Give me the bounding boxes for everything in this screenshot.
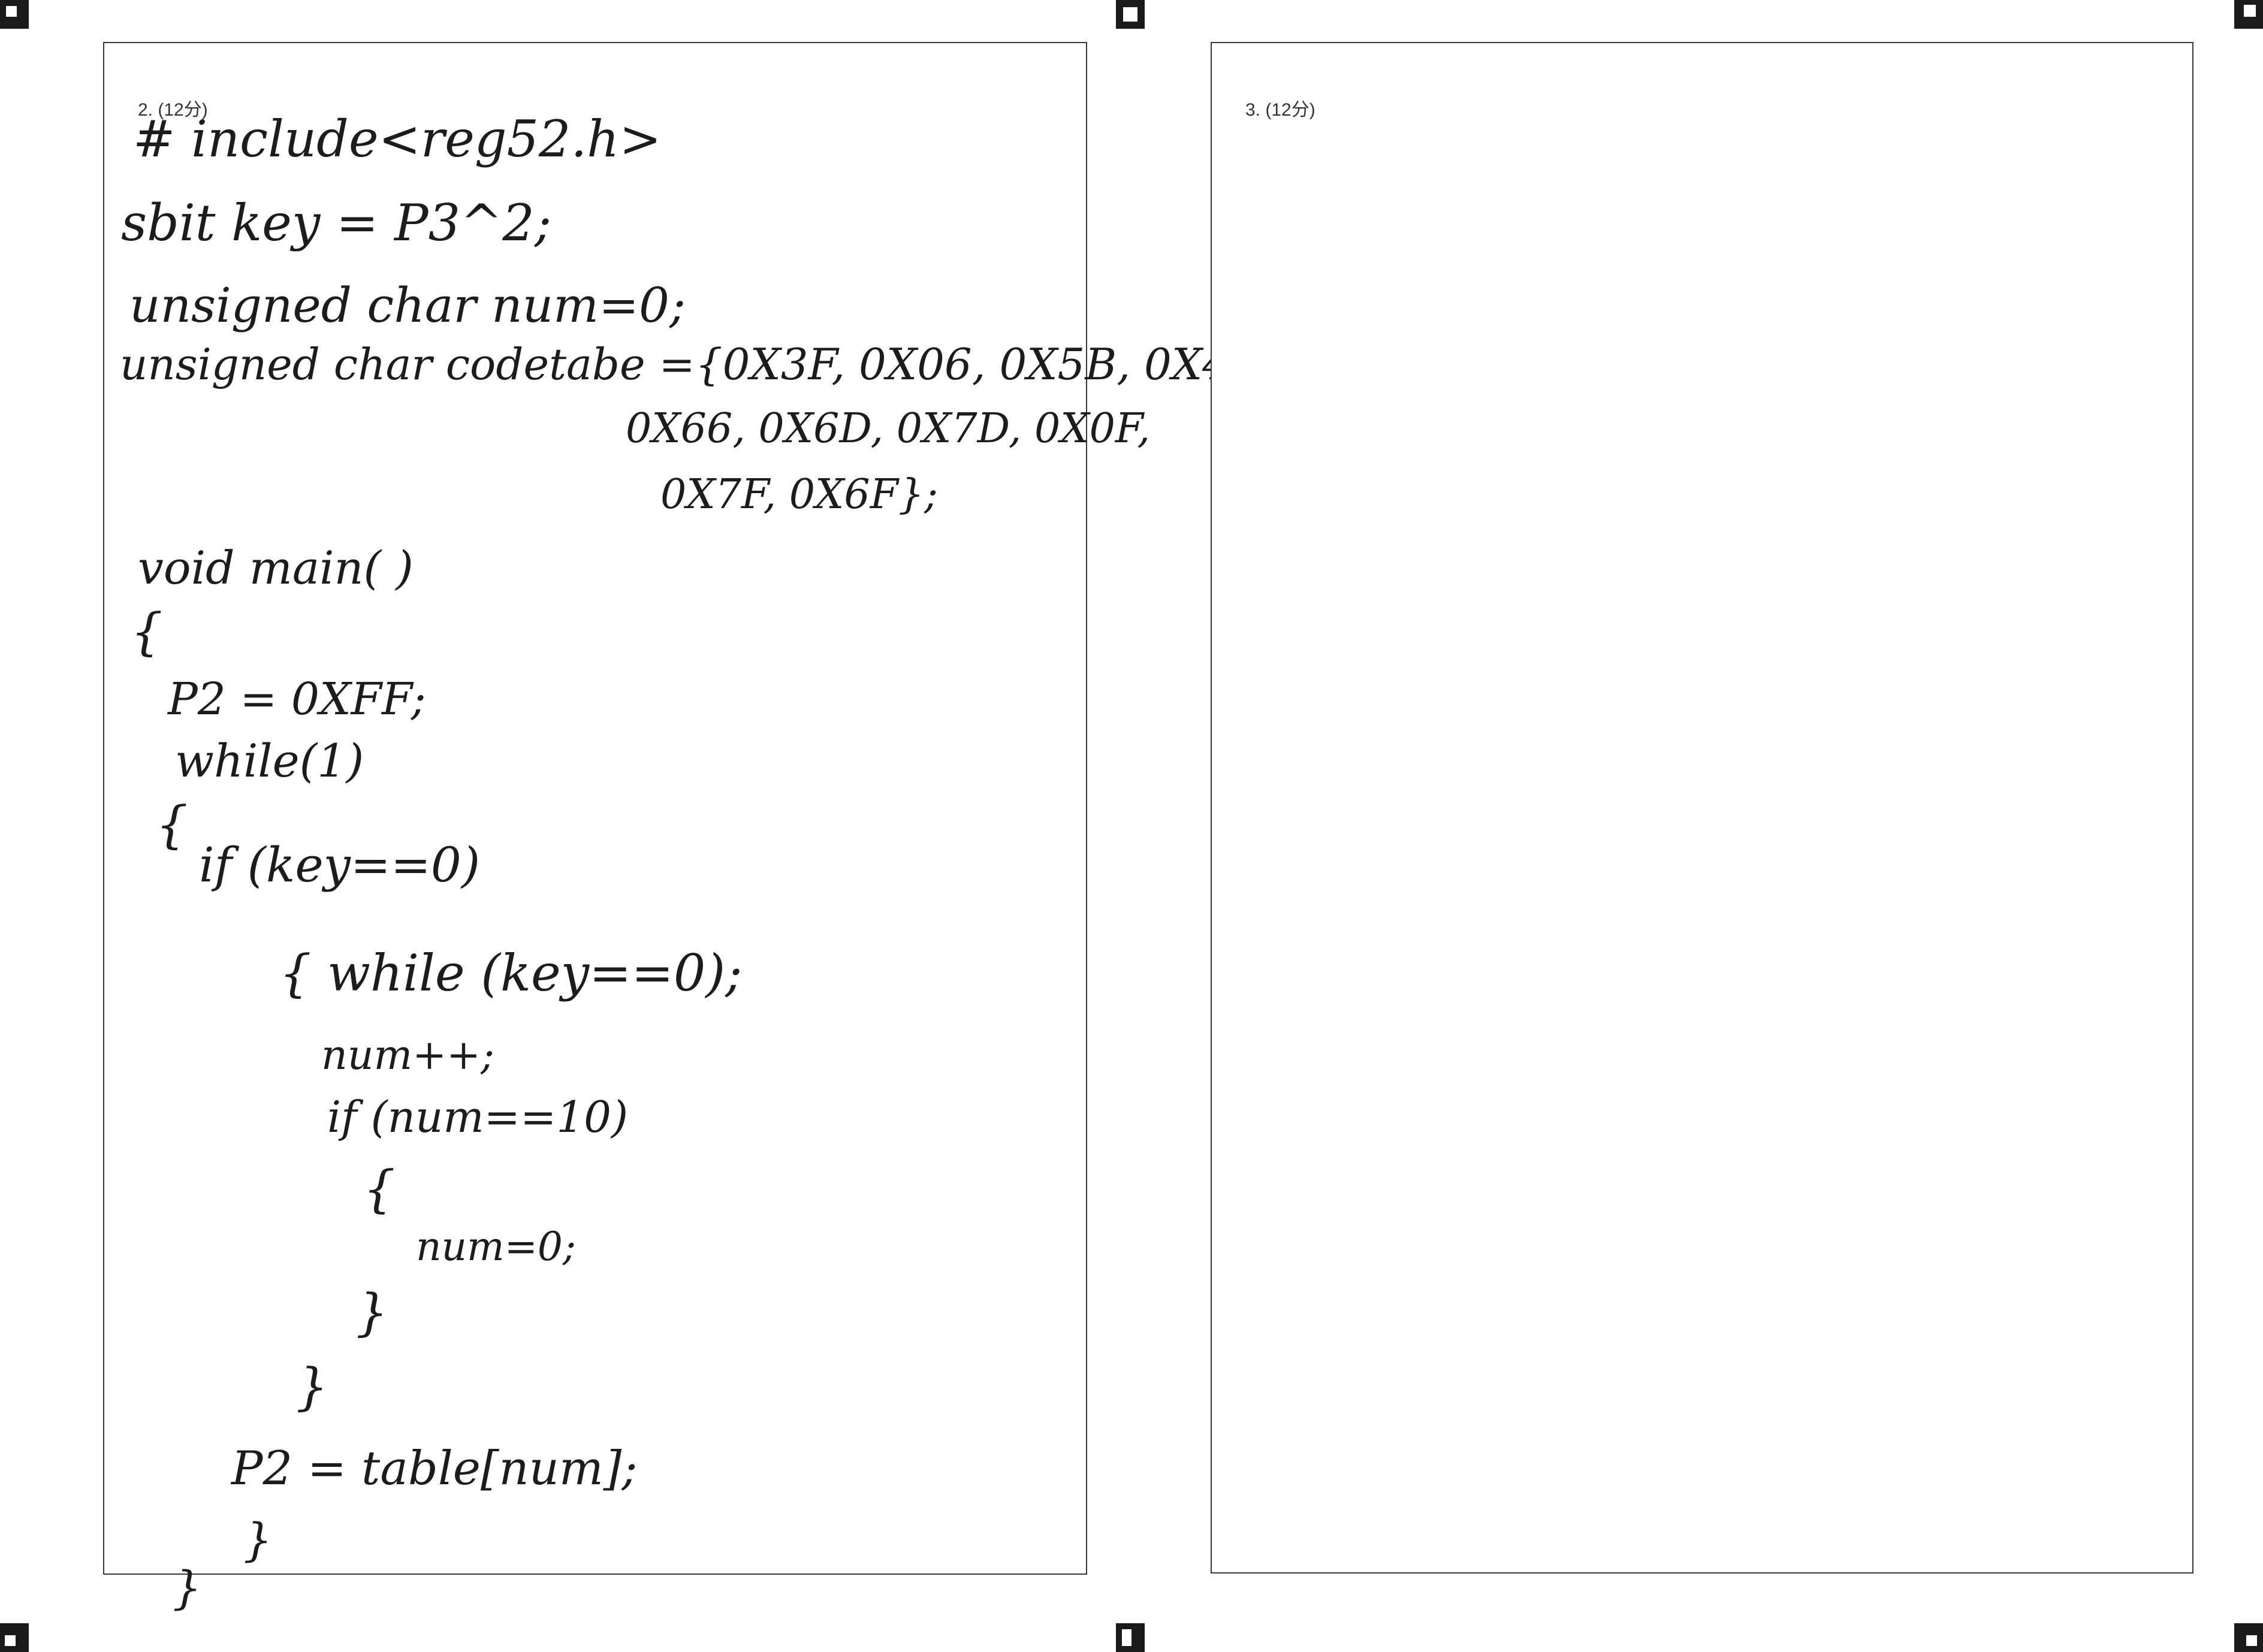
- code-line: num=0;: [416, 1224, 577, 1270]
- code-line: if (key==0): [199, 837, 481, 893]
- code-line: {: [363, 1159, 396, 1218]
- code-line: {: [131, 602, 163, 661]
- code-line: }: [173, 1561, 202, 1614]
- question-label: 2. (12分): [138, 100, 208, 120]
- corner-marker-top-left: [0, 0, 29, 29]
- code-line: }: [356, 1283, 388, 1342]
- answer-box-question-3: 3. (12分): [1211, 42, 2193, 1574]
- code-line: sbit key = P3^2;: [121, 194, 552, 252]
- corner-marker-bottom-left: [0, 1623, 29, 1652]
- code-line: if (num==10): [327, 1092, 629, 1142]
- code-line: 0X7F, 0X6F};: [660, 471, 939, 518]
- code-line: 0X66, 0X6D, 0X7D, 0X0F,: [626, 405, 1151, 452]
- answer-box-question-2: 2. (12分) # include<reg52.h> sbit key = P…: [103, 42, 1267, 1611]
- corner-marker-bottom-center: [1116, 1623, 1145, 1652]
- code-line: }: [243, 1513, 273, 1566]
- corner-marker-bottom-right: [2234, 1623, 2263, 1652]
- code-line: num++;: [321, 1032, 494, 1079]
- code-line: unsigned char num=0;: [129, 277, 686, 333]
- code-line: # include<reg52.h>: [133, 110, 662, 168]
- code-line: unsigned char codetabe ={0X3F, 0X06, 0X5…: [120, 339, 1267, 389]
- code-line: P2 = 0XFF;: [168, 674, 426, 725]
- corner-marker-top-center: [1116, 0, 1145, 29]
- code-line: void main( ): [138, 541, 414, 594]
- code-line: P2 = table[num];: [231, 1442, 638, 1496]
- code-line: {: [156, 795, 188, 854]
- corner-marker-top-right: [2234, 0, 2263, 29]
- code-line: while(1): [175, 734, 364, 787]
- code-line: { while (key==0);: [279, 944, 743, 1002]
- question-label: 3. (12分): [1245, 100, 1315, 120]
- code-line: }: [296, 1357, 328, 1416]
